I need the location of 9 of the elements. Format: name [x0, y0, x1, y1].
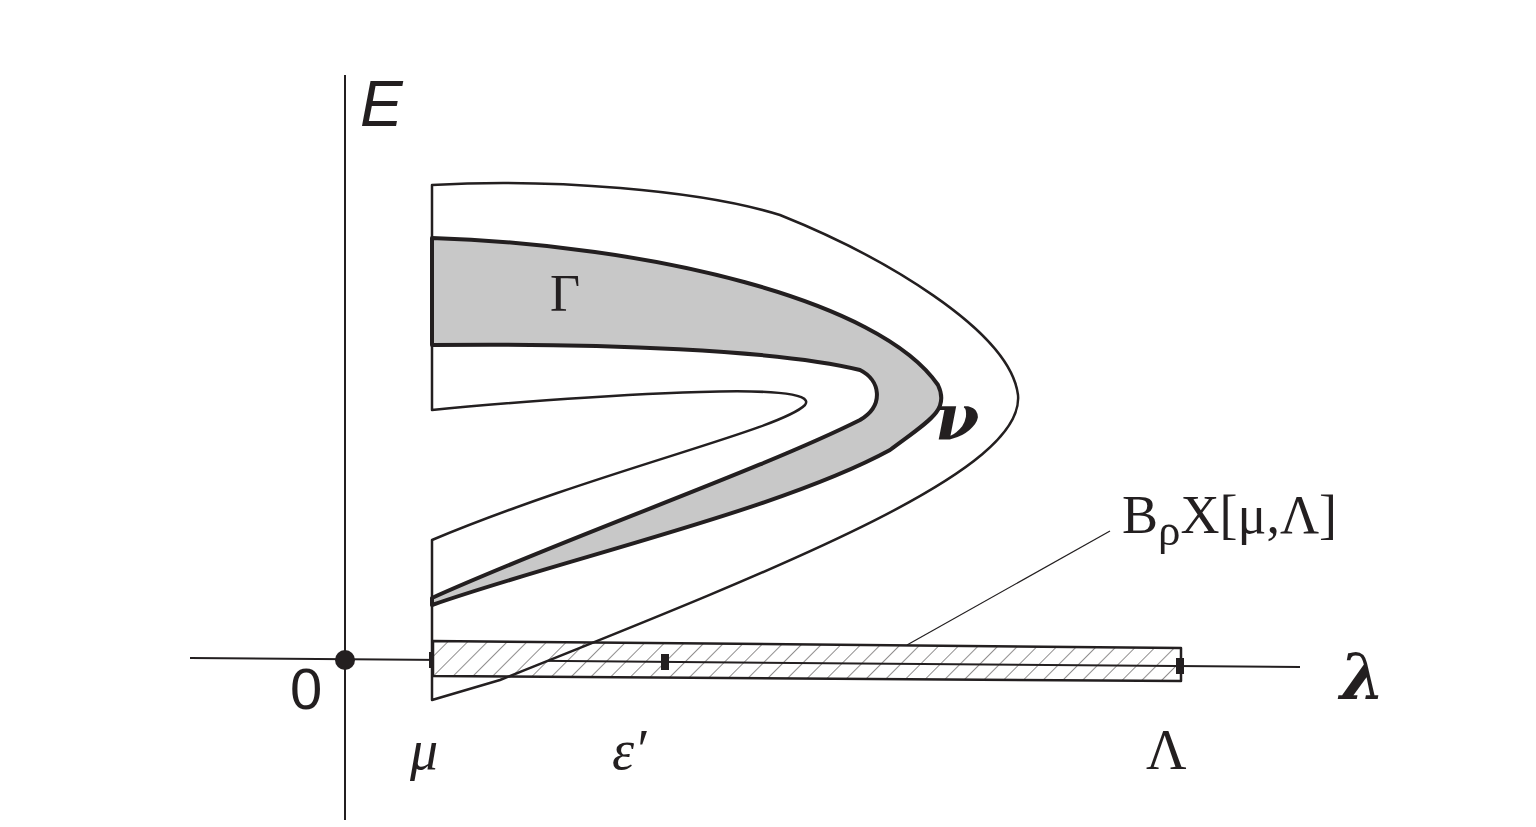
hatched-strip — [433, 640, 1181, 682]
region-label: Γ — [550, 268, 581, 320]
set-label: B$_{ρ}$X[μ,Λ] — [1122, 488, 1338, 553]
leader-line — [906, 530, 1111, 646]
region-label: ν — [935, 385, 980, 449]
axis-label: E — [360, 72, 403, 136]
tick-label: Λ — [1146, 722, 1187, 778]
origin-label: 0 — [290, 660, 323, 718]
tick-label: ε′ — [612, 722, 647, 778]
